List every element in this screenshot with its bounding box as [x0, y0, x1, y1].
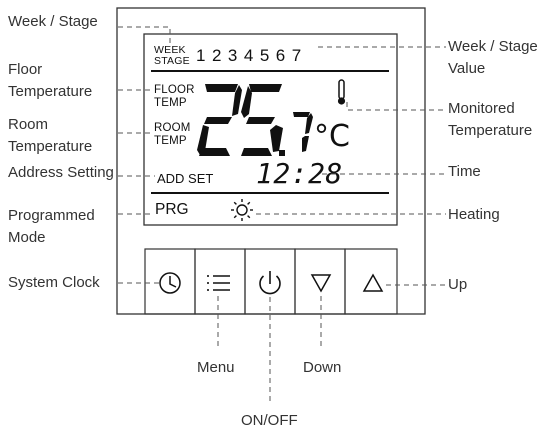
label-room-temperature: Room Temperature — [8, 114, 92, 158]
label-up: Up — [448, 276, 468, 293]
label-room-line2: Temperature — [8, 138, 93, 155]
time-display: 12:28 — [256, 157, 343, 190]
temperature-unit: °C — [314, 119, 350, 154]
lcd-screen — [143, 33, 398, 226]
list-icon — [207, 275, 230, 291]
clock-icon — [159, 272, 181, 294]
label-address-setting: Address Setting — [8, 164, 114, 181]
label-monitored-temperature: Monitored Temperature — [448, 98, 532, 142]
leader-lines — [118, 26, 446, 405]
heating-sun-icon — [231, 199, 253, 221]
seg-digit-2 — [197, 84, 242, 156]
label-heating: Heating — [448, 206, 500, 223]
label-down: Down — [303, 359, 342, 376]
system-clock-button[interactable] — [144, 248, 196, 315]
add-set-label: ADD SET — [157, 171, 214, 186]
label-time: Time — [448, 163, 481, 180]
leader-monitored — [346, 102, 446, 111]
week-label: WEEK — [154, 44, 186, 56]
week-day-digits: 1234567 — [196, 46, 308, 65]
label-floor-line2: Temperature — [8, 83, 93, 100]
room-label: ROOM — [154, 122, 191, 134]
label-programmed-mode: Programmed Mode — [8, 205, 95, 249]
label-mt-line1: Monitored — [448, 100, 515, 117]
floor-label: FLOOR — [154, 84, 195, 96]
label-floor-line1: Floor — [8, 61, 43, 78]
menu-button[interactable] — [194, 248, 246, 315]
seg-digit-5 — [241, 84, 283, 156]
room-temp-label: TEMP — [154, 135, 187, 147]
prg-label: PRG — [155, 201, 189, 218]
label-wsv-line2: Value — [448, 60, 486, 77]
thermometer-icon — [337, 79, 346, 105]
decimal-point — [279, 150, 285, 156]
label-programmed-line2: Mode — [8, 229, 46, 246]
stage-label: STAGE — [154, 55, 190, 67]
up-button[interactable] — [344, 248, 398, 315]
label-floor-temperature: Floor Temperature — [8, 59, 92, 103]
temperature-main-digits — [197, 84, 313, 156]
label-week-stage: Week / Stage — [8, 13, 98, 30]
label-system-clock: System Clock — [8, 274, 100, 291]
label-menu: Menu — [197, 359, 235, 376]
power-icon — [259, 271, 281, 295]
label-week-stage-value: Week / Stage Value — [448, 36, 538, 80]
label-room-line1: Room — [8, 116, 49, 133]
triangle-down-icon — [310, 274, 332, 293]
label-on-off: ON/OFF — [241, 412, 298, 429]
power-button[interactable] — [244, 248, 296, 315]
down-button[interactable] — [294, 248, 346, 315]
triangle-up-icon — [362, 273, 384, 292]
label-programmed-line1: Programmed — [8, 207, 95, 224]
floor-temp-label: TEMP — [154, 97, 187, 109]
label-wsv-line1: Week / Stage — [448, 38, 538, 55]
label-mt-line2: Temperature — [448, 122, 533, 139]
seg-digit-7 — [293, 112, 313, 152]
